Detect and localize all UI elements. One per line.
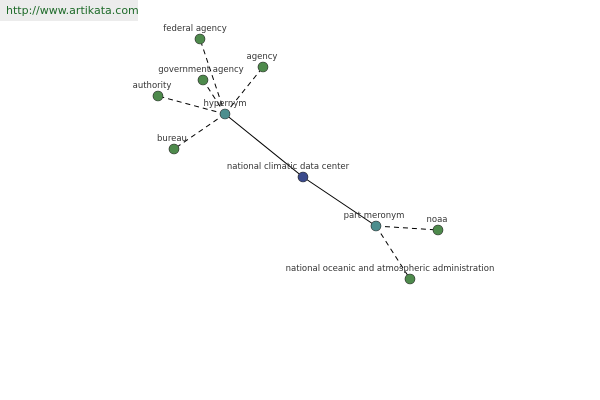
node-authority[interactable] [152,90,164,102]
node-label-noaa: noaa [426,215,447,225]
node-center[interactable] [297,171,309,183]
edge-hypernym-to-agency [224,66,264,115]
node-agency[interactable] [257,61,269,73]
node-label-agency: agency [247,52,278,62]
node-government-agency[interactable] [197,74,209,86]
edge-hypernym-to-authority [157,95,226,115]
node-bureau[interactable] [168,143,180,155]
watermark-url: http://www.artikata.com [0,0,139,21]
edge-hypernym-to-government-agency [202,79,226,115]
edge-part-meronym-to-noaa [375,225,439,231]
node-federal-agency[interactable] [194,33,206,45]
node-label-bureau: bureau [157,134,187,144]
node-label-hypernym: hypernym [203,99,246,109]
edge-center-to-hypernym [224,113,304,178]
node-label-center: national climatic data center [227,162,350,172]
node-part-meronym[interactable] [370,220,382,232]
labels-layer: national climatic data center hypernym par… [133,24,495,274]
node-label-part-meronym: part meronym [344,211,405,221]
node-hypernym[interactable] [219,108,231,120]
node-label-government-agency: government agency [158,65,243,75]
node-noaa-full[interactable] [404,273,416,285]
nodes-layer [152,33,444,285]
node-label-noaa-full: national oceanic and atmospheric adminis… [286,264,495,274]
node-label-federal-agency: federal agency [163,24,227,34]
node-noaa[interactable] [432,224,444,236]
edge-center-to-part-meronym [302,176,377,227]
edge-part-meronym-to-noaa-full [375,225,411,280]
edges-layer [157,38,439,280]
edge-hypernym-to-federal-agency [199,38,226,115]
edge-hypernym-to-bureau [173,113,226,150]
node-label-authority: authority [133,81,172,91]
